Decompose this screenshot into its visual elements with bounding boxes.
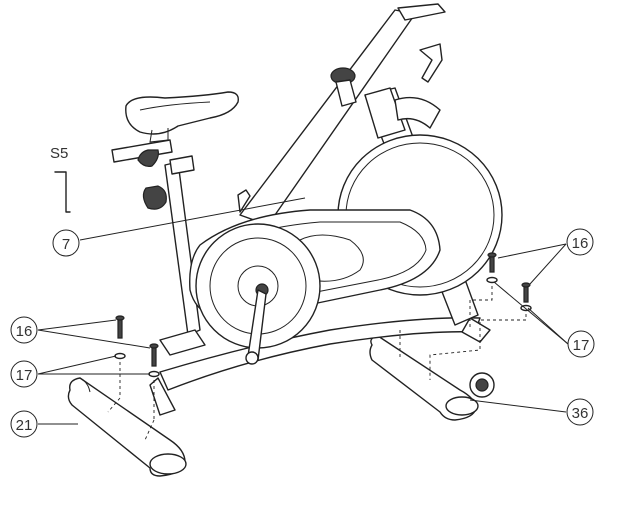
callout-36-label: 36: [572, 405, 589, 422]
callout-7: 7: [52, 229, 80, 257]
callout-17-left-label: 17: [16, 367, 33, 384]
handle-lever: [237, 189, 251, 213]
seat-assembly: [111, 91, 239, 210]
callout-36: 36: [566, 398, 594, 426]
callout-16-left-label: 16: [16, 323, 33, 340]
left-hardware: [107, 315, 160, 441]
resistance-knob: [330, 67, 357, 107]
crank-disc: [195, 223, 321, 349]
right-hardware: [399, 252, 532, 380]
callout-17-right-label: 17: [573, 337, 590, 354]
callout-16-right-label: 16: [572, 235, 589, 252]
callout-21: 21: [10, 410, 38, 438]
callout-16-left: 16: [10, 316, 38, 344]
tool-label: S5: [50, 145, 68, 162]
callout-17-left: 17: [10, 360, 38, 388]
allen-key-tool: S5: [50, 145, 71, 213]
crank-arm: [245, 289, 267, 365]
rear-stabilizer: [67, 377, 187, 477]
callout-21-label: 21: [16, 417, 33, 434]
callout-17-right: 17: [567, 330, 595, 358]
front-stabilizer: [369, 335, 495, 421]
callout-16-right: 16: [566, 228, 594, 256]
callout-7-label: 7: [62, 236, 70, 253]
leader-lines: [37, 197, 569, 425]
